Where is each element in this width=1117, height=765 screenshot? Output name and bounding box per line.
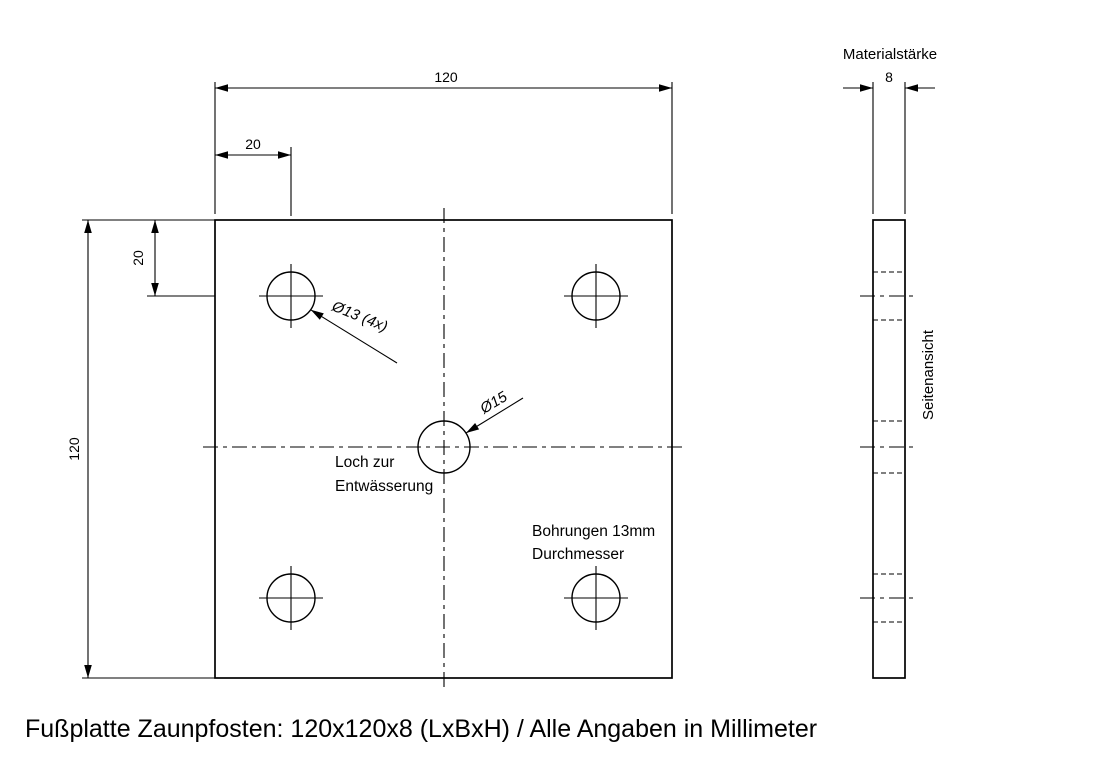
side-view-title: Materialstärke [843, 46, 937, 63]
hole-top-left [259, 264, 323, 328]
hole-bottom-right [564, 566, 628, 630]
dimension-hole-offset-x: 20 [215, 136, 292, 216]
hole-bottom-left [259, 566, 323, 630]
note-drain-line2: Entwässerung [335, 478, 433, 495]
note-holes-line1: Bohrungen 13mm [532, 523, 655, 540]
arrowhead-bottom [151, 283, 159, 296]
leader-arrowhead [310, 309, 324, 320]
side-view-outline [872, 219, 906, 679]
dimension-plate-height: 120 [66, 220, 215, 679]
plate-front-view: 120 20 20 [66, 69, 684, 690]
dim-plate-width-label: 120 [434, 69, 458, 85]
leader-line [310, 309, 398, 364]
arrowhead-right [278, 151, 291, 159]
leader-corner-holes: Ø13 (4x) [310, 298, 398, 364]
dimension-thickness: 8 [843, 69, 935, 214]
note-holes-line2: Durchmesser [532, 546, 624, 563]
arrowhead-left [215, 84, 228, 92]
dim-thickness-label: 8 [885, 69, 893, 85]
note-drain-hole: Loch zur Entwässerung [335, 454, 433, 495]
drain-hole-circle [417, 420, 471, 474]
leader-drain-hole-label: Ø15 [476, 388, 510, 418]
dim-hole-offset-y-label: 20 [130, 250, 146, 266]
arrowhead-left [860, 84, 873, 92]
arrowhead-right [659, 84, 672, 92]
dim-hole-offset-x-label: 20 [245, 136, 261, 152]
note-drain-line1: Loch zur [335, 454, 394, 471]
arrowhead-bottom [84, 665, 92, 678]
arrowhead-top [151, 220, 159, 233]
dimension-hole-offset-y: 20 [82, 219, 215, 297]
side-view-label: Seitenansicht [920, 329, 937, 420]
dim-plate-height-label: 120 [66, 437, 82, 461]
arrowhead-right [905, 84, 918, 92]
dimension-plate-width: 120 [214, 69, 673, 214]
side-view-centerlines [860, 295, 918, 599]
arrowhead-top [84, 220, 92, 233]
leader-drain-hole: Ø15 [465, 388, 524, 434]
plate-side-view: Materialstärke [843, 46, 937, 679]
drawing-caption: Fußplatte Zaunpfosten: 120x120x8 (LxBxH)… [25, 715, 817, 743]
leader-arrowhead [466, 423, 480, 433]
leader-corner-holes-label: Ø13 (4x) [329, 298, 390, 336]
side-view-hidden-lines [873, 271, 905, 623]
note-bore-holes: Bohrungen 13mm Durchmesser [532, 523, 655, 563]
hole-top-right [564, 264, 628, 328]
arrowhead-left [215, 151, 228, 159]
